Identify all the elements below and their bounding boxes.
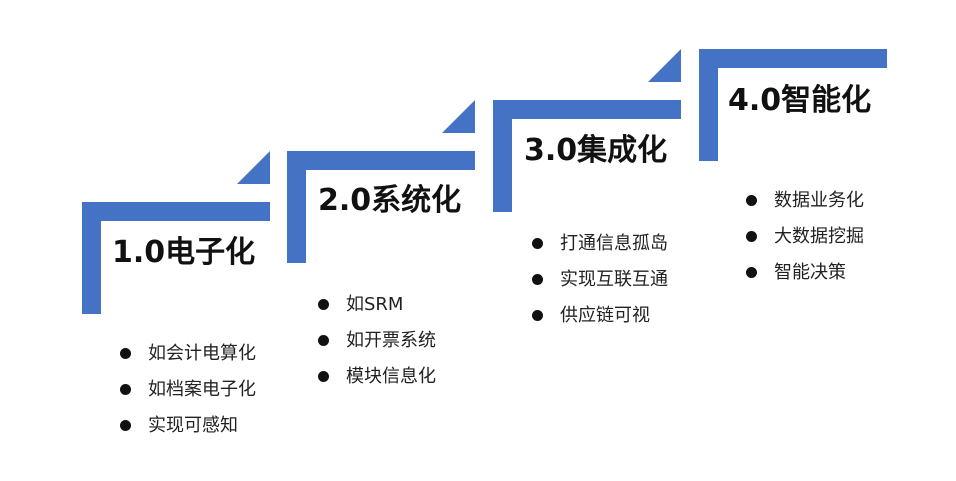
list-item: 如档案电子化 — [120, 372, 256, 408]
bullet-dot-icon — [746, 231, 757, 242]
stage-1-step — [82, 151, 270, 314]
bullet-dot-icon — [120, 348, 131, 359]
list-item-label: 实现互联互通 — [560, 269, 668, 290]
stage-2-corner-triangle — [442, 100, 475, 133]
list-item-label: 数据业务化 — [774, 190, 864, 211]
stage-2-step — [287, 100, 475, 263]
bullet-dot-icon — [532, 310, 543, 321]
bullet-dot-icon — [120, 420, 131, 431]
list-item: 打通信息孤岛 — [532, 226, 668, 262]
list-item: 实现互联互通 — [532, 262, 668, 298]
list-item-label: 模块信息化 — [346, 366, 436, 387]
list-item: 智能决策 — [746, 255, 864, 291]
stage-3-bullet-list: 打通信息孤岛 实现互联互通 供应链可视 — [532, 226, 668, 334]
bullet-dot-icon — [318, 371, 329, 382]
bullet-dot-icon — [532, 238, 543, 249]
stage-4-step — [699, 49, 887, 161]
stage-3-corner-triangle — [648, 49, 681, 82]
stage-3-step — [493, 49, 681, 212]
list-item: 大数据挖掘 — [746, 219, 864, 255]
bullet-dot-icon — [318, 335, 329, 346]
stage-3-bracket — [493, 100, 681, 212]
stage-2-bullet-list: 如SRM 如开票系统 模块信息化 — [318, 287, 436, 395]
stage-1-bracket — [82, 202, 270, 314]
stage-1-bullet-list: 如会计电算化 如档案电子化 实现可感知 — [120, 336, 256, 444]
stage-1-corner-triangle — [237, 151, 270, 184]
stage-1-title: 1.0电子化 — [112, 235, 256, 270]
list-item: 如SRM — [318, 287, 436, 323]
list-item-label: 大数据挖掘 — [774, 226, 864, 247]
bullet-dot-icon — [318, 299, 329, 310]
list-item-label: 如开票系统 — [346, 330, 436, 351]
bullet-dot-icon — [532, 274, 543, 285]
bullet-dot-icon — [746, 267, 757, 278]
list-item-label: 打通信息孤岛 — [560, 233, 668, 254]
list-item: 数据业务化 — [746, 183, 864, 219]
stage-3-title: 3.0集成化 — [524, 133, 668, 168]
stage-4-title: 4.0智能化 — [728, 83, 872, 118]
list-item-label: 实现可感知 — [148, 415, 238, 436]
list-item-label: 如档案电子化 — [148, 379, 256, 400]
list-item: 如会计电算化 — [120, 336, 256, 372]
list-item-label: 如会计电算化 — [148, 343, 256, 364]
list-item: 模块信息化 — [318, 359, 436, 395]
stage-4-bullet-list: 数据业务化 大数据挖掘 智能决策 — [746, 183, 864, 291]
bullet-dot-icon — [120, 384, 131, 395]
list-item: 供应链可视 — [532, 298, 668, 334]
list-item-label: 供应链可视 — [560, 305, 650, 326]
stage-4-bracket — [699, 49, 887, 161]
stage-2-title: 2.0系统化 — [318, 183, 462, 218]
list-item: 实现可感知 — [120, 408, 256, 444]
bullet-dot-icon — [746, 195, 757, 206]
list-item-label: 如SRM — [346, 294, 404, 315]
stage-2-bracket — [287, 151, 475, 263]
list-item: 如开票系统 — [318, 323, 436, 359]
list-item-label: 智能决策 — [774, 262, 846, 283]
